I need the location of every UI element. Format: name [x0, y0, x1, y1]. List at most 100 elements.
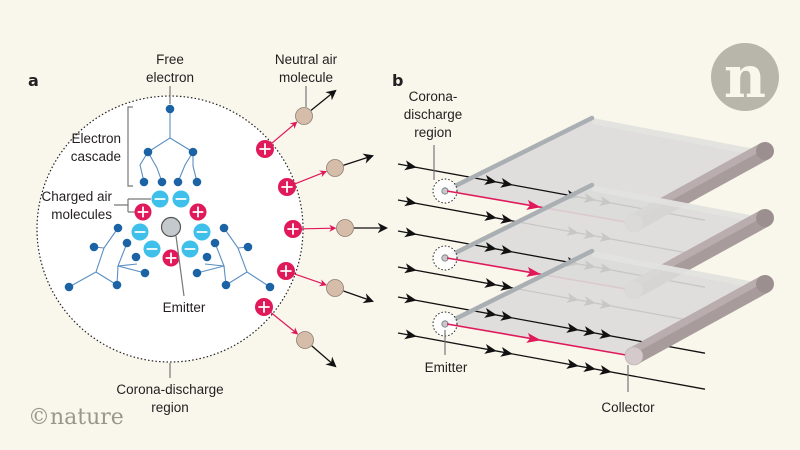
ion-trajectory-arrow — [301, 224, 337, 232]
airflow-line — [397, 332, 706, 390]
positive-ion — [162, 249, 180, 267]
plate-edge — [592, 251, 765, 290]
plate-edge — [592, 118, 765, 157]
neutral-molecule-arrow — [310, 89, 337, 111]
electron-cascade-label-line2: cascade — [71, 149, 121, 164]
electron-cascade-branches — [139, 109, 198, 183]
electron — [122, 238, 132, 248]
ion-collision-group — [255, 298, 337, 368]
airflow-arrowhead — [484, 344, 497, 354]
neutral-air-molecule — [326, 159, 344, 177]
neutral-molecule-arrow — [343, 153, 374, 166]
electron — [64, 282, 74, 292]
emitter-wire — [442, 248, 595, 327]
corona-region-label-a-line2: region — [151, 400, 189, 415]
ion-flow-arrowhead — [526, 266, 541, 277]
airflow-arrowhead — [404, 160, 417, 171]
positive-ion — [134, 203, 152, 221]
airflow-arrowhead — [484, 175, 497, 185]
electron — [140, 268, 150, 278]
airflow-arrowhead — [599, 365, 612, 375]
electron — [173, 177, 183, 187]
nature-logo: n — [711, 43, 779, 111]
ion-flow-arrowhead — [526, 199, 541, 210]
charged-air-molecules-leader — [114, 198, 151, 213]
electron — [131, 252, 141, 262]
negative-ion — [193, 223, 211, 241]
plate-edge — [592, 185, 765, 224]
nature-logo-circle — [711, 43, 779, 111]
neutral-air-molecule — [296, 331, 314, 349]
airflow-arrowhead — [404, 227, 417, 238]
airflow-arrowhead — [500, 244, 513, 255]
neutral-air-molecule — [295, 107, 313, 125]
panel-b-letter: b — [392, 71, 403, 90]
collector-front-end — [624, 346, 644, 366]
ion-neutral-collisions — [255, 89, 389, 368]
collector-back-end — [756, 275, 774, 293]
airflow-arrowhead — [484, 242, 497, 252]
corona-region-label-a-line1: Corona-discharge — [116, 382, 223, 397]
panel-a-letter: a — [28, 71, 39, 90]
airflow-arrowhead — [583, 326, 596, 336]
positive-ion — [277, 262, 295, 280]
electron — [89, 242, 99, 252]
neutral-air-molecule — [336, 219, 354, 237]
electron-cascade-label-line1: Electron — [71, 131, 121, 146]
negative-ion — [172, 190, 190, 208]
electron-cascade-bracket — [127, 106, 133, 187]
electron — [192, 268, 202, 278]
airflow-arrowhead — [500, 177, 513, 188]
electron-cascade-electrons — [139, 104, 202, 187]
left-cascade-electrons — [64, 223, 150, 292]
negative-ion — [181, 240, 199, 258]
airflow-arrowhead — [484, 278, 497, 288]
positive-ion — [255, 298, 273, 316]
positive-ion — [189, 203, 207, 221]
electron — [210, 238, 220, 248]
airflow-arrowhead — [404, 329, 417, 340]
airflow-arrowhead — [404, 196, 417, 207]
airflow-plate — [445, 185, 765, 290]
panel-b: b n Corona- discharge region Emitter Col… — [392, 43, 779, 415]
electron — [243, 242, 253, 252]
electron — [157, 177, 167, 187]
electron — [112, 280, 122, 290]
free-electron — [165, 104, 175, 114]
nature-logo-letter: n — [724, 43, 766, 111]
negative-ions — [131, 190, 211, 258]
airflow-arrowhead — [566, 323, 579, 333]
charged-air-molecules-label-line2: molecules — [51, 207, 112, 222]
neutral-air-molecule-label-line1: Neutral air — [275, 52, 338, 67]
right-cascade-electrons — [192, 223, 275, 292]
positive-ion — [256, 140, 274, 158]
corona-region-label-b-line3: region — [414, 125, 452, 140]
airflow-arrowhead — [500, 346, 513, 357]
electron — [265, 282, 275, 292]
electrode-stack — [397, 115, 774, 390]
electron — [219, 223, 229, 233]
emitter-wire — [442, 182, 595, 261]
ion-trajectory-arrow — [294, 273, 327, 287]
positive-ion — [278, 178, 296, 196]
airflow-arrowhead — [566, 359, 579, 369]
airflow-arrowhead — [404, 293, 417, 304]
nature-brand-mark: ©nature — [28, 405, 124, 430]
collector-back-end — [756, 142, 774, 160]
negative-ion — [131, 223, 149, 241]
electron — [202, 252, 212, 262]
collector-label: Collector — [601, 400, 655, 415]
airflow-arrowhead — [404, 263, 417, 274]
electron — [188, 147, 198, 157]
emitter-wire-cross-section — [160, 216, 182, 238]
airflow-plate — [445, 251, 765, 356]
electron — [143, 147, 153, 157]
charged-air-molecules-label-line1: Charged air — [41, 189, 112, 204]
corona-region-label-b-line1: Corona- — [409, 89, 458, 104]
ion-trajectory-arrow — [271, 121, 298, 144]
neutral-molecule-arrow — [343, 290, 374, 304]
emitter-label-b: Emitter — [425, 360, 468, 375]
emitter-wire — [442, 115, 595, 194]
neutral-air-molecule-label-line2: molecule — [279, 70, 333, 85]
airflow-arrowhead — [583, 362, 596, 372]
